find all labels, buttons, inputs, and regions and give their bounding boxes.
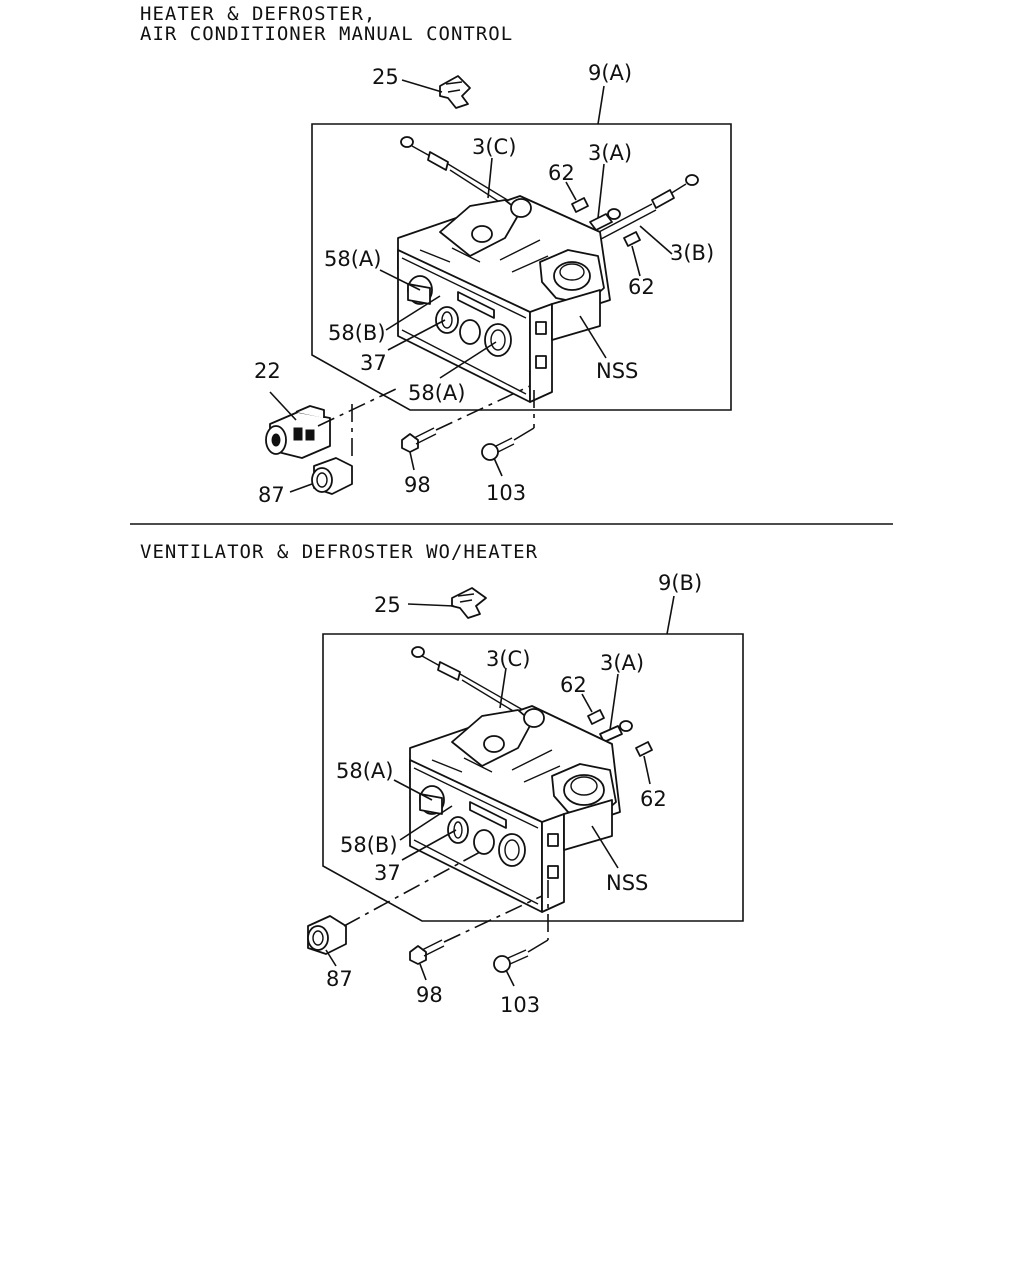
leader-socket [325,949,337,967]
callout-pin-right: 62 [640,787,667,811]
leader-switch [269,391,297,421]
leader-socket [289,483,313,493]
ref-line-switch [317,387,399,427]
leader-bulb [387,319,446,351]
pin-top-part [587,709,605,725]
leader-pin-top [565,181,577,201]
callout-knob-a-bottom: 58(A) [408,381,465,405]
pin-top-part [571,197,589,213]
callout-clip: 25 [372,65,399,89]
leader-pin-right [631,245,641,277]
clip-part [451,587,487,619]
callout-pin-top: 62 [548,161,575,185]
leader-nss [591,825,619,869]
leader-cable-b [639,225,673,255]
leader-assembly [666,595,675,635]
leader-nss [579,315,607,359]
callout-cable-c: 3(C) [486,647,530,671]
callout-screw: 103 [486,481,526,505]
callout-socket: 87 [258,483,285,507]
leader-knob-a [393,779,433,801]
ref-line-bolt [435,385,531,431]
pin-right-part [623,231,641,247]
callout-knob-a-top: 58(A) [324,247,381,271]
callout-cable-a: 3(A) [588,141,632,165]
control-unit [409,705,621,913]
leader-bulb [401,829,457,861]
section-title: VENTILATOR & DEFROSTER WO/HEATER [140,541,538,563]
callout-assembly: 9(B) [658,571,702,595]
assembly-boundary [322,633,744,922]
leader-knob-a-top [379,269,421,291]
ref-line-screw-tail [513,427,535,441]
clip-part [439,75,471,109]
control-unit [397,195,611,403]
socket-part [307,915,347,955]
bolt-part [409,939,445,965]
switch-part [265,405,331,459]
callout-screw: 103 [500,993,540,1017]
leader-clip [407,603,455,607]
leader-knob-a-bottom [439,341,497,379]
cable-a-part [599,720,633,743]
callout-knob-b: 58(B) [328,321,386,345]
screw-part [481,437,515,461]
leader-knob-b [385,295,441,331]
ref-line-socket [343,851,481,927]
cable-b-part [579,174,699,249]
leader-assembly [597,85,605,125]
socket-part [311,457,353,495]
callout-cable-b: 3(B) [670,241,714,265]
callout-assembly: 9(A) [588,61,632,85]
callout-knob-a: 58(A) [336,759,393,783]
callout-bulb: 37 [374,861,401,885]
leader-cable-c [487,157,493,199]
ref-line-bolt [443,895,543,943]
callout-pin-right: 62 [628,275,655,299]
callout-cable-a: 3(A) [600,651,644,675]
leader-pin-right [643,755,651,785]
leader-cable-a [609,673,619,731]
leader-pin-top [581,693,593,713]
assembly-boundary [311,123,732,411]
ref-line-screw-tail [527,939,549,953]
callout-cable-c: 3(C) [472,135,516,159]
callout-knob-b: 58(B) [340,833,398,857]
callout-switch: 22 [254,359,281,383]
callout-pin-top: 62 [560,673,587,697]
callout-clip: 25 [374,593,401,617]
callout-nss: NSS [606,871,648,895]
bolt-part [401,427,437,453]
leader-screw [493,457,503,477]
leader-screw [505,969,515,987]
screw-part [493,949,529,973]
section-title-line-2: AIR CONDITIONER MANUAL CONTROL [140,23,513,45]
callout-socket: 87 [326,967,353,991]
cable-a-part [589,208,621,231]
section-ventilator: VENTILATOR & DEFROSTER WO/HEATER [140,541,744,1017]
leader-cable-a [597,163,605,219]
section-title-line-1: HEATER & DEFROSTER, [140,3,376,25]
leader-knob-b [399,805,453,841]
callout-bolt: 98 [416,983,443,1007]
callout-nss: NSS [596,359,638,383]
callout-bulb: 37 [360,351,387,375]
leader-clip [401,79,443,93]
leader-bolt [419,963,427,981]
pin-right-part [635,741,653,757]
leader-bolt [409,451,415,471]
leader-cable-c [499,667,507,709]
callout-bolt: 98 [404,473,431,497]
section-heater-ac: HEATER & DEFROSTER, AIR CONDITIONER MANU… [140,3,732,507]
